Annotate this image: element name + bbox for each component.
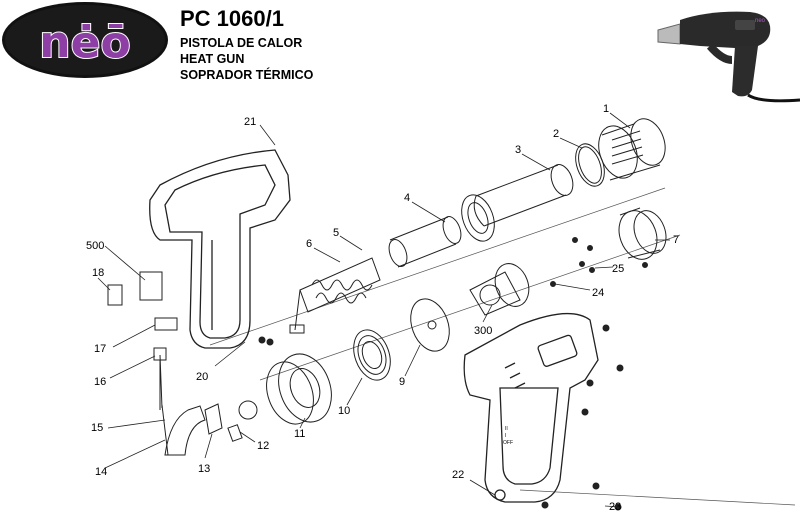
part-23-screws [541,324,624,511]
label-16: 16 [94,376,106,388]
mark-off: OFF [503,440,513,446]
label-10: 10 [338,405,350,417]
mark-ii: II [505,426,508,432]
part-3-outer-tube [473,164,574,227]
label-25: 25 [612,263,624,275]
neo-logo: nėō [2,2,168,78]
callout-labels: 1 2 3 4 5 6 7 9 10 11 12 13 14 15 16 17 … [86,103,679,513]
part-22-housing-right [463,312,599,503]
label-24: 24 [592,287,604,299]
part-gasket-ring [461,194,495,242]
part-11-rear-housing [266,353,332,425]
title-en: HEAT GUN [180,52,245,66]
leader-lines [97,112,670,508]
title-br: SOPRADOR TÉRMICO [180,68,314,82]
label-5: 5 [333,227,339,239]
mark-i: I [505,433,506,439]
title-pt: PISTOLA DE CALOR [180,36,303,50]
label-14: 14 [95,466,107,478]
label-4: 4 [404,192,410,204]
label-13: 13 [198,463,210,475]
assembly-axis-lines [209,187,796,506]
part-7-rear-cap [618,207,667,260]
logo-text: nėō [39,17,130,68]
part-2-ring [575,143,605,187]
part-20-screws [258,336,274,346]
label-6: 6 [306,238,312,250]
part-6-heating-element [289,257,381,334]
label-12: 12 [257,440,269,452]
label-21: 21 [244,116,256,128]
model-number: PC 1060/1 [180,6,284,31]
label-22: 22 [452,469,464,481]
part-21-housing-left [149,149,291,349]
label-300: 300 [474,325,492,337]
label-11: 11 [294,428,305,440]
label-17: 17 [94,343,106,355]
label-15: 15 [91,422,103,434]
part-9-fan [410,298,450,352]
label-20: 20 [196,371,208,383]
part-15-cord-guard [159,354,206,456]
part-18-insulator [107,284,123,306]
part-1-nozzle-grille [598,118,666,181]
heat-gun-photo: neo [657,11,800,103]
svg-text:neo: neo [755,18,766,24]
part-10-mesh [353,329,391,381]
part-4-inner-tube [388,216,462,268]
label-3: 3 [515,144,521,156]
label-23: 23 [609,501,621,513]
part-12-switch [227,400,258,442]
label-9: 9 [399,376,405,388]
part-24-25-screws [550,237,648,287]
label-1: 1 [603,103,609,115]
part-17-terminal [154,317,178,331]
part-16-cord [153,347,167,410]
label-2: 2 [553,128,559,140]
part-13-clip [204,403,223,435]
part-500-switch-block [139,271,163,301]
switch-marks: II I OFF [503,426,513,446]
part-300-motor [469,263,530,316]
label-18: 18 [92,267,104,279]
label-500: 500 [86,240,104,252]
label-7: 7 [673,234,679,246]
